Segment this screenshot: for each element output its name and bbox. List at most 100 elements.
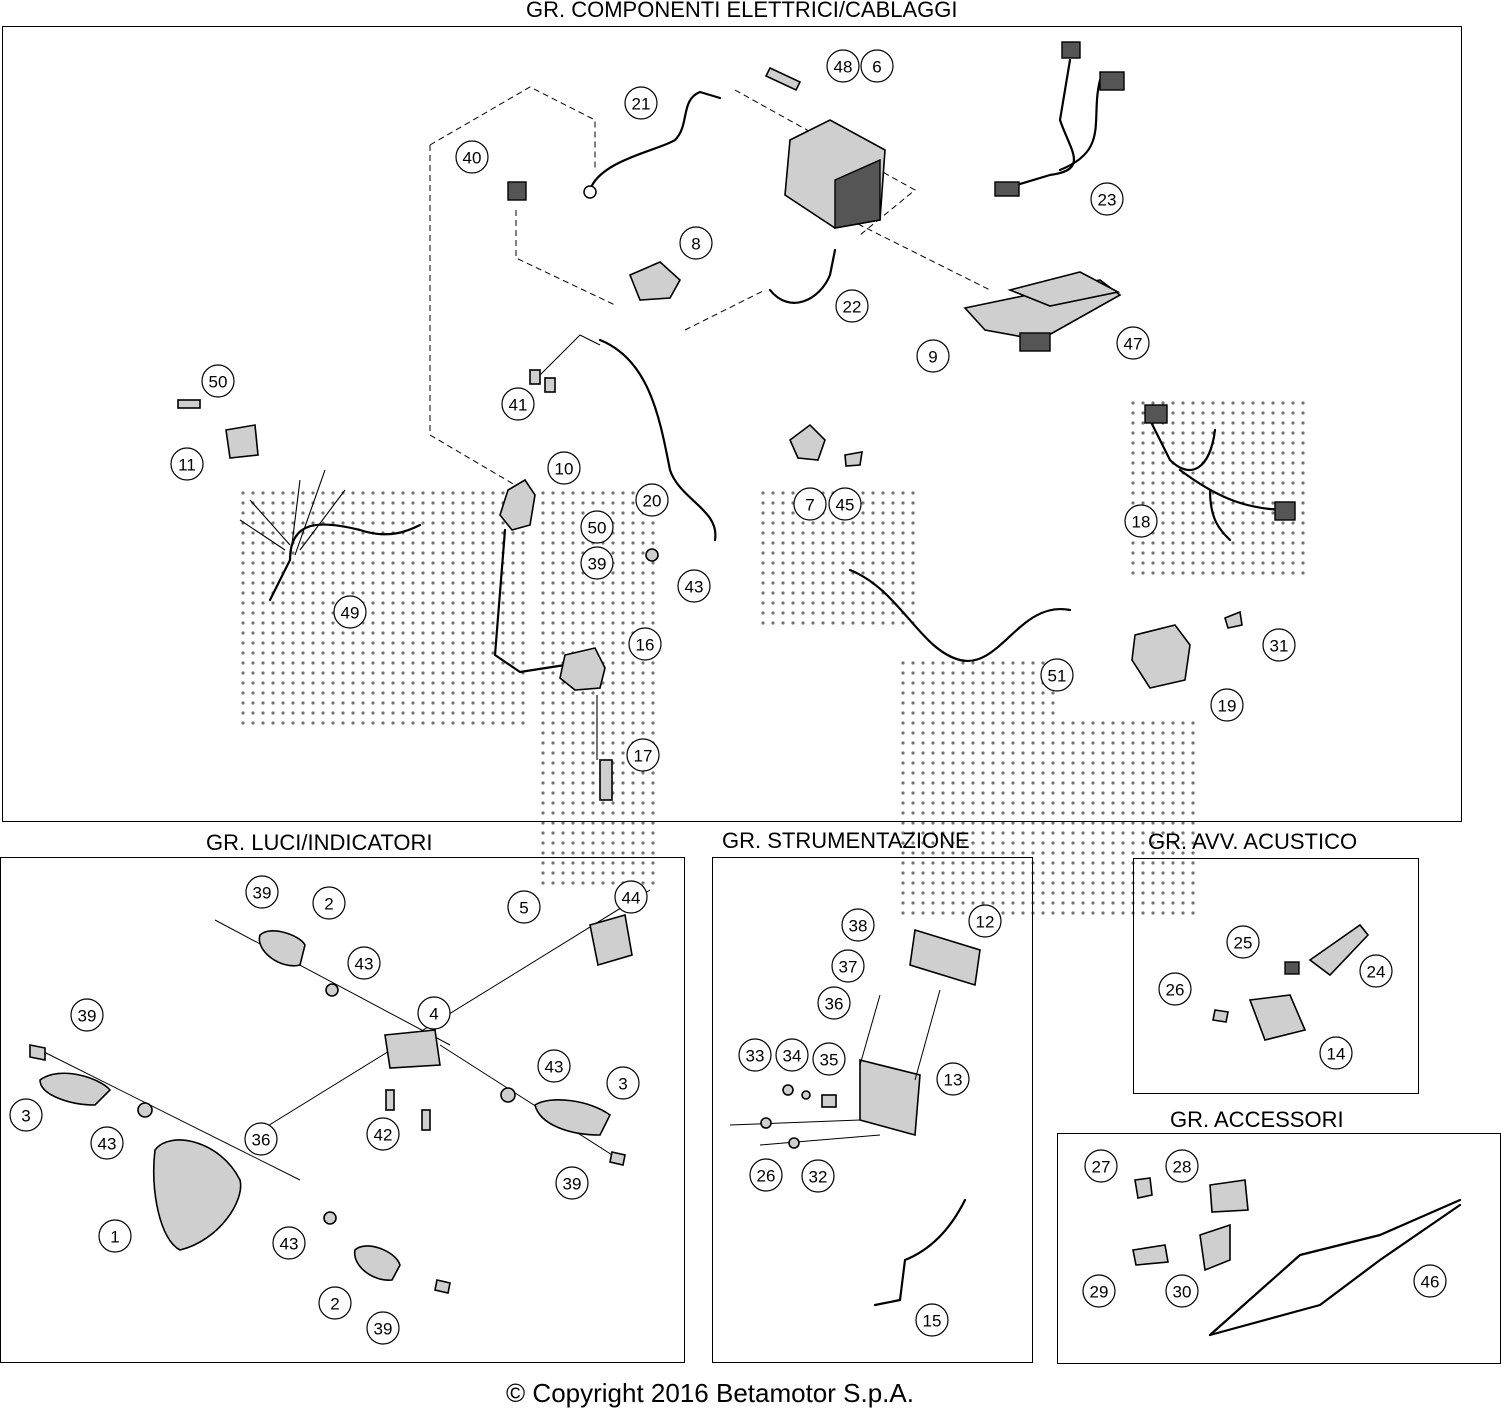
callout-lights-1: 2 — [312, 886, 346, 920]
callout-number: 13 — [944, 1071, 963, 1090]
callout-electrical-15: 39 — [580, 546, 614, 580]
callout-number: 37 — [839, 958, 858, 977]
callout-electrical-11: 11 — [170, 447, 204, 481]
callout-number: 14 — [1327, 1045, 1346, 1064]
callout-electrical-8: 47 — [1116, 326, 1150, 360]
callout-number: 3 — [618, 1075, 627, 1094]
callout-lights-5: 39 — [70, 998, 104, 1032]
callout-number: 10 — [555, 460, 574, 479]
callout-electrical-1: 6 — [860, 49, 894, 83]
callout-number: 12 — [976, 913, 995, 932]
callout-electrical-10: 50 — [201, 364, 235, 398]
callout-electrical-24: 19 — [1210, 688, 1244, 722]
callout-number: 20 — [643, 492, 662, 511]
callout-number: 42 — [374, 1126, 393, 1145]
callout-number: 6 — [872, 58, 881, 77]
battery — [784, 119, 886, 229]
callout-instruments-1: 12 — [968, 904, 1002, 938]
callout-number: 24 — [1367, 963, 1386, 982]
callout-number: 27 — [1092, 1158, 1111, 1177]
callout-electrical-4: 23 — [1090, 182, 1124, 216]
callout-number: 39 — [374, 1320, 393, 1339]
callout-lights-16: 2 — [318, 1286, 352, 1320]
callout-number: 16 — [636, 636, 655, 655]
callout-number: 7 — [805, 496, 814, 515]
callout-number: 38 — [849, 917, 868, 936]
callout-instruments-9: 32 — [801, 1159, 835, 1193]
callout-horn-1: 24 — [1359, 954, 1393, 988]
callout-number: 49 — [341, 604, 360, 623]
callout-number: 32 — [809, 1168, 828, 1187]
callout-number: 26 — [757, 1167, 776, 1186]
callout-lights-8: 3 — [606, 1066, 640, 1100]
callout-number: 28 — [1173, 1158, 1192, 1177]
callout-lights-7: 43 — [537, 1049, 571, 1083]
callout-number: 43 — [280, 1235, 299, 1254]
callout-lights-3: 5 — [507, 890, 541, 924]
callout-number: 48 — [834, 58, 853, 77]
callout-number: 43 — [98, 1135, 117, 1154]
accessories-parts — [1132, 1177, 1462, 1337]
callout-number: 39 — [563, 1175, 582, 1194]
panel-horn — [1133, 858, 1419, 1094]
instruments-parts — [729, 928, 981, 1307]
callout-number: 29 — [1090, 1283, 1109, 1302]
copyright-notice: © Copyright 2016 Betamotor S.p.A. — [506, 1378, 914, 1408]
callout-horn-0: 25 — [1226, 925, 1260, 959]
group-title-lights: GR. LUCI/INDICATORI — [206, 830, 433, 855]
callout-lights-11: 36 — [244, 1122, 278, 1156]
callout-number: 5 — [519, 899, 528, 918]
callout-instruments-4: 33 — [738, 1038, 772, 1072]
callout-electrical-7: 9 — [916, 339, 950, 373]
callout-accessories-4: 46 — [1413, 1264, 1447, 1298]
lights-parts — [29, 889, 651, 1294]
callout-number: 23 — [1098, 191, 1117, 210]
callout-number: 35 — [820, 1051, 839, 1070]
callout-number: 21 — [632, 95, 651, 114]
callout-lights-17: 39 — [366, 1311, 400, 1345]
callout-instruments-8: 26 — [749, 1158, 783, 1192]
callout-number: 33 — [746, 1047, 765, 1066]
callout-number: 34 — [783, 1047, 802, 1066]
callout-horn-2: 26 — [1158, 972, 1192, 1006]
callout-number: 46 — [1421, 1273, 1440, 1292]
callout-electrical-14: 50 — [580, 510, 614, 544]
callout-number: 47 — [1124, 335, 1143, 354]
callout-instruments-7: 13 — [936, 1062, 970, 1096]
callout-number: 39 — [253, 884, 272, 903]
callout-number: 40 — [463, 149, 482, 168]
callout-number: 50 — [588, 519, 607, 538]
callout-number: 41 — [509, 396, 528, 415]
callout-number: 43 — [355, 955, 374, 974]
callout-electrical-23: 31 — [1262, 628, 1296, 662]
callout-electrical-20: 49 — [333, 595, 367, 629]
callout-instruments-10: 15 — [915, 1303, 949, 1337]
callout-number: 19 — [1218, 697, 1237, 716]
panel-lights — [0, 857, 685, 1363]
callout-number: 11 — [178, 456, 196, 475]
callout-number: 2 — [324, 895, 333, 914]
callout-lights-13: 39 — [555, 1166, 589, 1200]
group-title-electrical: GR. COMPONENTI ELETTRICI/CABLAGGI — [526, 0, 958, 22]
callout-lights-14: 1 — [98, 1219, 132, 1253]
callout-electrical-21: 16 — [628, 627, 662, 661]
callout-number: 9 — [928, 348, 937, 367]
callout-number: 1 — [110, 1228, 119, 1247]
callout-number: 43 — [545, 1058, 564, 1077]
callout-number: 8 — [691, 235, 700, 254]
callout-number: 3 — [21, 1107, 30, 1126]
callout-number: 36 — [825, 995, 844, 1014]
panel-instruments — [712, 857, 1033, 1363]
callout-electrical-3: 40 — [455, 140, 489, 174]
callout-lights-6: 4 — [417, 996, 451, 1030]
callout-number: 51 — [1048, 667, 1067, 686]
callout-electrical-19: 43 — [677, 569, 711, 603]
callout-number: 25 — [1234, 934, 1253, 953]
callout-number: 26 — [1166, 981, 1185, 1000]
callout-lights-4: 44 — [614, 880, 648, 914]
callout-number: 43 — [685, 578, 704, 597]
callout-electrical-2: 21 — [624, 86, 658, 120]
electrical-parts — [177, 41, 1296, 801]
panel-electrical — [2, 26, 1462, 822]
